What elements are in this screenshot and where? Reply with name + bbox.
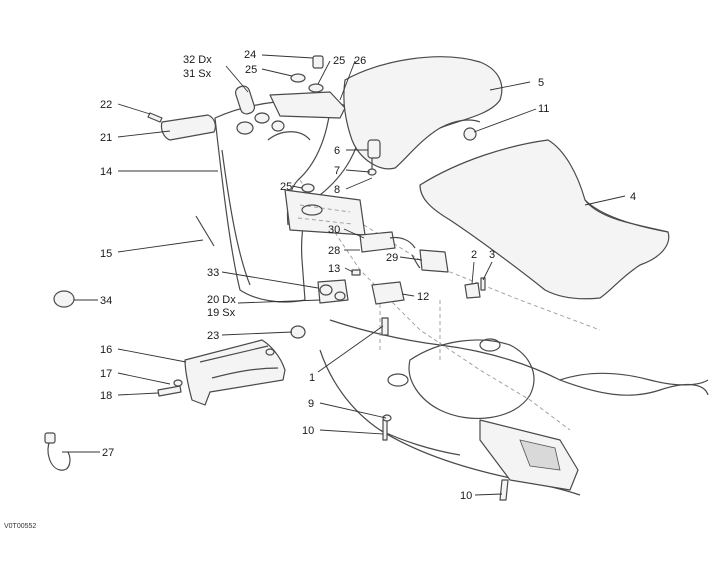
callout-28: 28 xyxy=(328,245,340,257)
callout-13: 13 xyxy=(328,263,340,275)
callout-34: 34 xyxy=(100,295,112,307)
fuel-pump-assembly xyxy=(284,189,366,236)
callout-19: 19 Sx xyxy=(207,307,236,319)
seat-latch xyxy=(367,139,381,176)
callout-11: 11 xyxy=(538,103,549,115)
parts-drawing xyxy=(44,54,709,501)
breather-connector xyxy=(317,279,349,304)
callout-22: 22 xyxy=(100,99,112,111)
tank-handle xyxy=(147,112,216,141)
callout-24: 24 xyxy=(244,49,256,61)
callout-25-right: 25 xyxy=(333,55,345,67)
callout-8: 8 xyxy=(334,184,340,196)
callout-33: 33 xyxy=(207,267,219,279)
callout-27: 27 xyxy=(102,447,114,459)
callout-26: 26 xyxy=(354,55,366,67)
tank-bracket xyxy=(184,339,286,406)
leader-lines xyxy=(62,54,626,496)
callout-labels: 24 25 25 26 32 Dx 31 Sx 22 21 14 15 34 1… xyxy=(100,49,636,502)
electrical-components xyxy=(351,231,449,305)
callout-5: 5 xyxy=(538,77,544,89)
front-seat xyxy=(419,127,670,300)
filler-cap-parts xyxy=(269,55,346,193)
callout-29: 29 xyxy=(386,252,398,264)
bolts xyxy=(157,317,509,501)
callout-32: 32 Dx xyxy=(183,54,212,66)
callout-12: 12 xyxy=(417,291,429,303)
drawing-code: V0T00552 xyxy=(4,523,36,530)
callout-30: 30 xyxy=(328,224,340,236)
callout-20: 20 Dx xyxy=(207,294,236,306)
callout-9: 9 xyxy=(308,398,314,410)
callout-31: 31 Sx xyxy=(183,68,212,80)
rubber-grommet xyxy=(290,325,306,339)
callout-15: 15 xyxy=(100,248,112,260)
hose-clip xyxy=(44,432,71,471)
rear-frame xyxy=(299,179,709,496)
clip-parts xyxy=(464,277,486,299)
callout-17: 17 xyxy=(100,368,112,380)
callout-4: 4 xyxy=(630,191,636,203)
callout-10-left: 10 xyxy=(302,425,314,437)
fuel-tap-knob xyxy=(234,85,256,115)
callout-23: 23 xyxy=(207,330,219,342)
callout-10-bottom: 10 xyxy=(460,490,472,502)
rubber-cap xyxy=(53,290,75,308)
callout-21: 21 xyxy=(100,132,112,144)
callout-18: 18 xyxy=(100,390,112,402)
callout-1: 1 xyxy=(309,372,315,384)
callout-7: 7 xyxy=(334,165,340,177)
callout-3: 3 xyxy=(489,249,495,261)
callout-14: 14 xyxy=(100,166,112,178)
callout-25-top: 25 xyxy=(245,64,257,76)
callout-2: 2 xyxy=(471,249,477,261)
callout-25-mid: 25 xyxy=(280,181,292,193)
rod xyxy=(195,215,215,247)
callout-6: 6 xyxy=(334,145,340,157)
rear-seat xyxy=(343,56,503,170)
callout-16: 16 xyxy=(100,344,112,356)
